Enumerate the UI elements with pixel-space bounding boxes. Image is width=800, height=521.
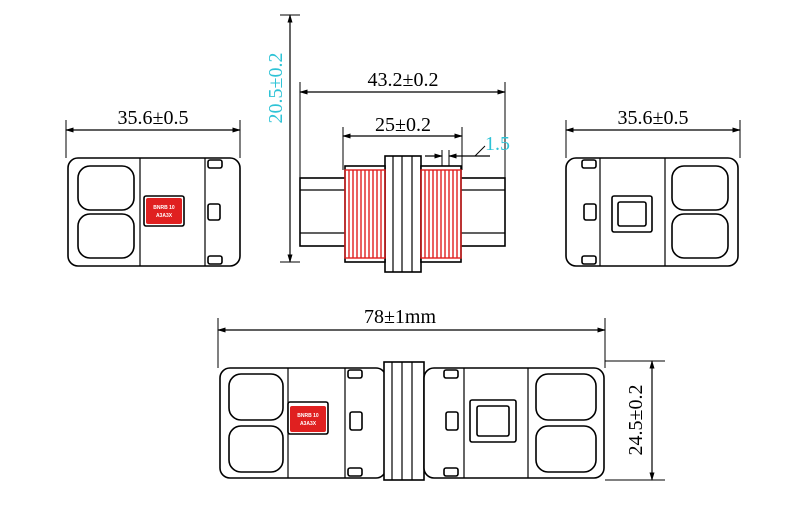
top-center-total-width-label: 43.2±0.2 [368,69,439,91]
top-center-gap-label: 1.5 [485,133,510,155]
bottom-assembled-view: 78±1mm 24.5±0.2 BNRB 10 A3A3X [217,306,665,481]
top-left-connector-view: 35.6±0.5 BNRB 10 A3A3X [65,107,241,267]
top-left-width-label: 35.6±0.5 [118,107,189,129]
assembled-label-line1: BNRB 10 [297,413,319,419]
top-right-connector-view: 35.6±0.5 [565,107,741,267]
rating-label-line2: A3A3X [156,213,173,219]
assembled-label-line2: A3A3X [300,421,317,427]
rating-label-line1: BNRB 10 [153,205,175,211]
bottom-height-label: 24.5±0.2 [625,385,647,456]
top-center-height-label: 20.5±0.2 [265,53,287,124]
top-center-thread-width-label: 25±0.2 [375,114,431,136]
bottom-total-length-label: 78±1mm [364,306,437,328]
rating-label [146,198,182,224]
top-center-coupler-view: 20.5±0.2 43.2±0.2 25±0.2 1.5 [265,14,510,273]
thread-outline [344,169,462,259]
top-right-width-label: 35.6±0.5 [618,107,689,129]
